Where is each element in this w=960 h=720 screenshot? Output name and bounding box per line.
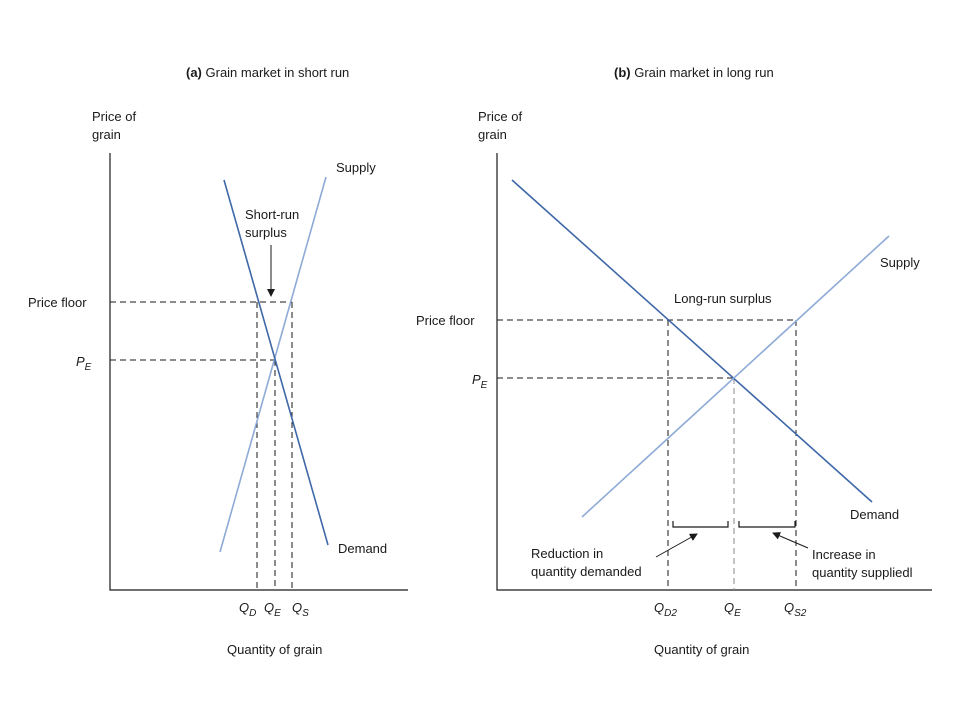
panel-b-y-label-2: grain: [478, 127, 507, 142]
panel-b-supply-curve: [581, 235, 890, 518]
panel-a-y-label-1: Price of: [92, 109, 136, 124]
panel-a-demand-curve: [223, 179, 329, 546]
panel-b-axes: [496, 153, 932, 591]
panel-a: (a) Grain market in short run Price of g…: [28, 65, 408, 657]
panel-a-surplus-label-1: Short-run: [245, 207, 299, 222]
panel-a-supply-label: Supply: [336, 160, 376, 175]
panel-a-axes: [109, 153, 408, 591]
panel-b-demand-label: Demand: [850, 507, 899, 522]
panel-b-reduction-arrow: [655, 533, 698, 558]
panel-b-price-floor-label: Price floor: [416, 313, 475, 328]
panel-b-title: (b) Grain market in long run: [614, 65, 774, 80]
panel-b-surplus-label: Long-run surplus: [674, 291, 772, 306]
panel-b-increase-bracket: [738, 521, 796, 528]
panel-b-x-label: Quantity of grain: [654, 642, 749, 657]
panel-a-title: (a) Grain market in short run: [186, 65, 349, 80]
panel-a-price-floor-label: Price floor: [28, 295, 87, 310]
panel-b-increase-label-1: Increase in: [812, 547, 876, 562]
panel-a-qe-label: QE: [264, 600, 281, 619]
panel-b-increase-label-2: quantity suppliedl: [812, 565, 913, 580]
panel-b-qe-label: QE: [724, 600, 741, 619]
panel-b-qs2-label: QS2: [784, 600, 807, 619]
panel-b-reduction-label-2: quantity demanded: [531, 564, 642, 579]
panel-a-supply-curve: [219, 176, 327, 553]
panel-a-demand-label: Demand: [338, 541, 387, 556]
panel-a-qs-label: QS: [292, 600, 309, 619]
panel-b: (b) Grain market in long run Price of gr…: [416, 65, 932, 657]
panel-b-supply-label: Supply: [880, 255, 920, 270]
panel-b-demand-curve: [511, 179, 873, 503]
panel-b-qd2-label: QD2: [654, 600, 677, 619]
panel-a-y-label-2: grain: [92, 127, 121, 142]
panel-b-reduction-label-1: Reduction in: [531, 546, 603, 561]
panel-a-x-label: Quantity of grain: [227, 642, 322, 657]
panel-b-increase-arrow: [772, 532, 809, 549]
panel-b-y-label-1: Price of: [478, 109, 522, 124]
panel-a-pe-label: PE: [76, 354, 92, 373]
panel-b-pe-label: PE: [472, 372, 488, 391]
panel-a-qd-label: QD: [239, 600, 256, 619]
panel-a-surplus-label-2: surplus: [245, 225, 287, 240]
panel-b-reduction-bracket: [672, 521, 729, 528]
